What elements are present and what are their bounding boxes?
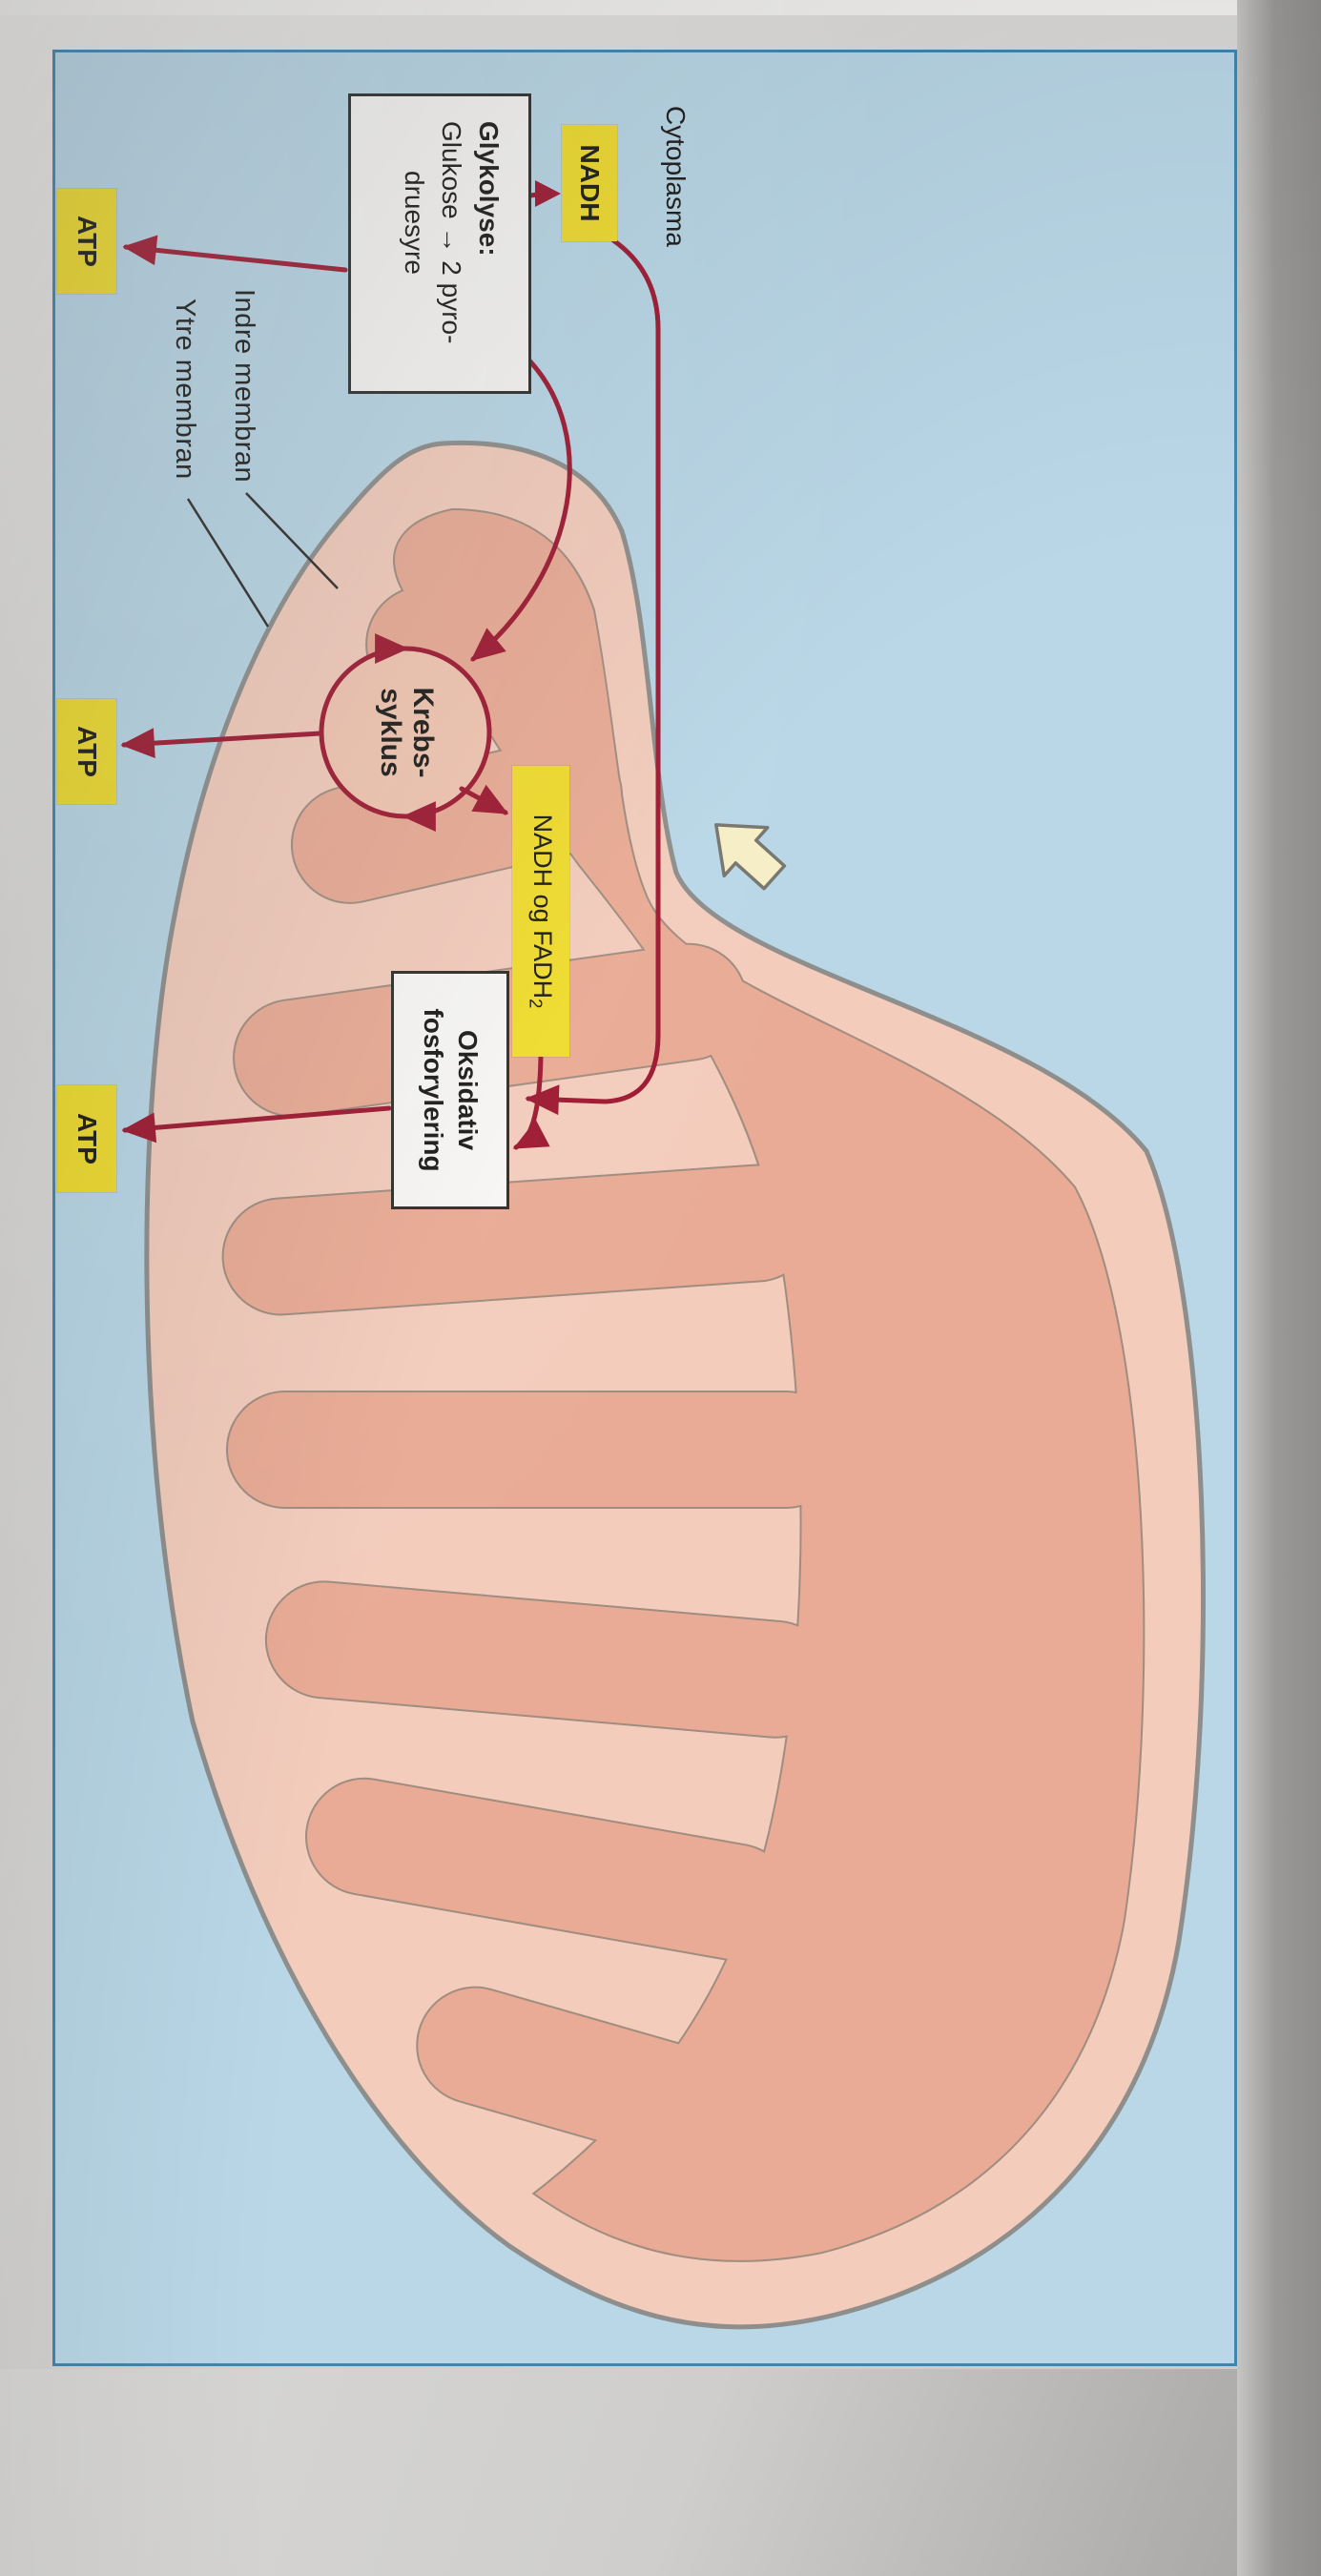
flow-arrow-glycolysis-to-atp [122, 235, 348, 273]
atp-badge-label: ATP [72, 216, 102, 267]
block-arrow-icon [714, 823, 787, 891]
atp-badge-krebs: ATP [57, 699, 116, 804]
flow-arrowhead-glycolysis-to-nadh [535, 180, 561, 207]
flow-arrow-oxphos-to-atp [121, 1105, 392, 1144]
flow-arrow-krebs-to-nadh-fadh2 [459, 784, 509, 815]
flow-arrow-krebs-to-atp [120, 728, 323, 759]
flow-arrow-nadh-to-oxphos [525, 237, 661, 1116]
atp-badge-glycolysis: ATP [57, 189, 116, 294]
fadh2-subscript: 2 [526, 999, 547, 1009]
krebs-label-line2: syklus [375, 688, 406, 777]
atp-badge-label: ATP [72, 726, 102, 777]
nadh-fadh2-badge: NADH og FADH2 [512, 766, 569, 1057]
indre-membran-label: Indre membran [229, 289, 259, 484]
nadh-fadh2-label: NADH og FADH2 [526, 814, 557, 1009]
flow-arrow-pyruvate-to-krebs [470, 357, 572, 662]
flow-arrow-nadh-fadh2-to-oxphos [512, 1054, 550, 1150]
nadh-badge: NADH [562, 125, 617, 241]
page-bottom-shadow [0, 2369, 1237, 2576]
glycolysis-line2: druesyre [400, 171, 429, 275]
glycolysis-box: Glykolyse: Glukose → 2 pyro- druesyre [348, 93, 531, 394]
glycolysis-line1: Glukose → 2 pyro- [437, 121, 466, 344]
atp-badge-label: ATP [72, 1113, 102, 1164]
glycolysis-title: Glykolyse: [474, 121, 504, 257]
indre-membran-pointer-line [245, 492, 339, 589]
mitochondrion-diagram-svg [120, 180, 1206, 2330]
krebs-label-line1: Krebs- [407, 687, 439, 778]
krebs-cycle-arc-top [402, 646, 492, 832]
oxphos-line2: fosforylering [419, 1008, 448, 1172]
atp-badge-oxphos: ATP [57, 1085, 116, 1192]
cell-respiration-figure: Cytoplasma NADH Glykolyse: Glukose → 2 p… [52, 50, 1237, 2366]
page-top-edge [0, 0, 1321, 15]
krebs-cycle-label: Krebs- syklus [374, 656, 439, 809]
ytre-membran-label: Ytre membran [170, 299, 200, 480]
page-right-shadow [1237, 0, 1321, 2576]
nadh-badge-label: NADH [575, 144, 605, 222]
oxphos-line1: Oksidativ [453, 1029, 483, 1151]
oxidative-phosphorylation-box: Oksidativ fosforylering [391, 971, 509, 1209]
ytre-membran-pointer-line [186, 498, 270, 628]
krebs-cycle-circle [321, 649, 489, 816]
cytoplasma-label: Cytoplasma [661, 106, 691, 247]
